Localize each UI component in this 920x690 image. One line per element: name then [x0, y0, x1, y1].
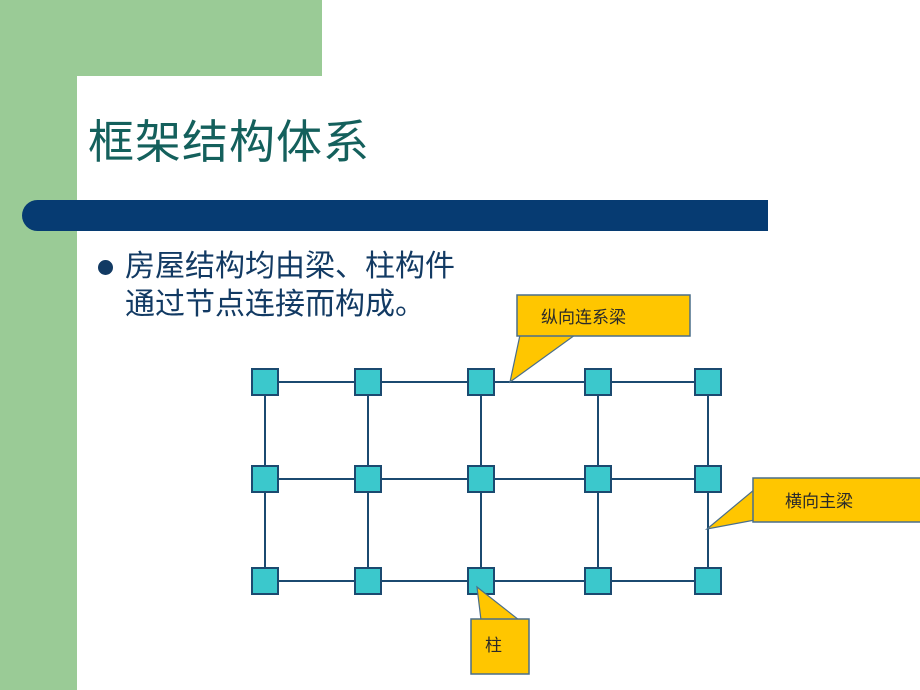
page-title: 框架结构体系 [88, 115, 370, 169]
node-r1-c5 [694, 368, 722, 396]
callout-column-tail [476, 585, 521, 621]
bullet-dot-icon [98, 260, 113, 275]
node-r3-c1 [251, 567, 279, 595]
callout-column-box [470, 618, 530, 675]
node-r1-c1 [251, 368, 279, 396]
node-r1-c2 [354, 368, 382, 396]
bullet-item-label: 房屋结构均由梁、柱构件通过节点连接而构成。 [125, 249, 455, 323]
callout-longitudinal-beam-tail [509, 334, 577, 384]
node-r2-c5 [694, 465, 722, 493]
node-r2-c2 [354, 465, 382, 493]
node-r3-c5 [694, 567, 722, 595]
callout-transverse-beam-tail [704, 487, 756, 531]
callout-longitudinal-beam[interactable] [509, 294, 691, 384]
callout-transverse-beam[interactable] [704, 477, 920, 531]
callout-column[interactable] [470, 585, 530, 675]
node-r1-c4 [584, 368, 612, 396]
callout-transverse-beam-box [752, 477, 920, 523]
green-left-bar [0, 0, 77, 690]
navy-title-underline-bar [22, 200, 768, 231]
node-r3-c4 [584, 567, 612, 595]
bullet-list-item: 房屋结构均由梁、柱构件通过节点连接而构成。 [98, 248, 478, 325]
node-r2-c4 [584, 465, 612, 493]
node-r2-c3 [467, 465, 495, 493]
node-group [251, 368, 722, 595]
node-r2-c1 [251, 465, 279, 493]
node-r1-c3 [467, 368, 495, 396]
node-r3-c2 [354, 567, 382, 595]
callout-longitudinal-beam-box [516, 294, 691, 337]
